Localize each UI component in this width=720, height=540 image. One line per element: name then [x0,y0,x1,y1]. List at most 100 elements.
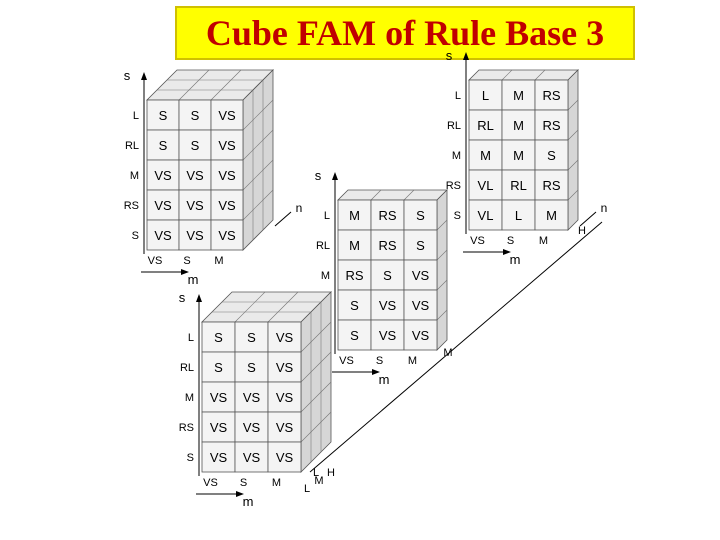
fam-cell-value: VS [154,198,172,213]
fam-cell [146,219,180,251]
fam-cell [370,259,405,291]
fam-cell [210,159,244,191]
cube-top-face [468,69,579,81]
connector-label: H [578,225,586,237]
fam-cell-value: VS [154,168,172,183]
fam-cell-value: S [350,328,359,343]
fam-cell-value: VS [276,330,294,345]
fam-cell [370,229,405,261]
fam-cell [234,411,269,443]
depth-line [370,189,382,201]
fam-cell [370,199,405,231]
fam-cell-value: VS [210,420,228,435]
fam-cell [178,99,212,131]
m-axis-arrow [181,269,189,275]
fam-cell [534,139,569,171]
fam-cell-value: M [513,148,524,163]
fam-cell [501,109,536,141]
fam-cell-value: S [159,138,168,153]
fam-cell [468,109,503,141]
depth-line [436,279,448,291]
fam-cell [468,79,503,111]
s-level-label: L [324,210,330,222]
depth-line [403,189,415,201]
depth-line [436,249,448,261]
depth-line [436,219,448,231]
fam-cell [201,381,236,413]
s-level-label: M [452,150,461,162]
connector-line [309,221,603,473]
fam-cell [501,169,536,201]
fam-cell [403,229,438,261]
m-axis-label: m [188,272,199,287]
s-axis-label: s [179,290,186,305]
depth-line [300,351,332,383]
depth-line [242,159,274,191]
connector-group: LMH [309,221,603,479]
fam-cell [210,189,244,221]
m-axis-label: m [243,494,254,509]
cube-side-face [567,69,579,231]
fam-cell [337,289,372,321]
fam-cell-value: S [214,360,223,375]
n-axis [274,211,292,227]
fam-cell [267,321,302,353]
fam-cell [370,319,405,351]
fam-cell [534,199,569,231]
depth-line [242,99,274,131]
fam-cell-value: VS [243,450,261,465]
fam-cell-value: RS [345,268,363,283]
m-level-label: VS [470,235,485,247]
fam-cell [534,109,569,141]
fam-cell-value: M [349,208,360,223]
s-level-label: M [185,392,194,404]
fam-cell [468,139,503,171]
fam-cell-value: RS [542,178,560,193]
fam-cell [468,169,503,201]
fam-cell-value: VS [218,168,236,183]
s-axis-arrow [196,294,202,302]
fam-cell-value: L [515,208,522,223]
fam-cell-value: VS [412,298,430,313]
fam-cell [210,219,244,251]
n-level-label: H [327,467,335,479]
m-level-label: M [539,235,548,247]
fam-cell-value: S [416,238,425,253]
fam-cell [534,169,569,201]
s-level-label: RS [124,200,139,212]
fam-cell-value: S [350,298,359,313]
s-level-label: S [132,230,139,242]
s-level-label: L [188,332,194,344]
m-axis-arrow [503,249,511,255]
depth-line [501,69,513,81]
s-level-label: L [133,110,139,122]
depth-line [210,69,242,101]
fam-cell [337,229,372,261]
fam-cell-value: RS [378,238,396,253]
fam-cell [267,441,302,473]
n-axis-label: n [601,201,608,215]
fam-cell [146,189,180,221]
m-level-label: S [507,235,514,247]
s-axis-arrow [141,72,147,80]
fam-cell [234,381,269,413]
fam-cell-value: VS [276,450,294,465]
depth-line [242,189,274,221]
m-axis-arrow [372,369,380,375]
m-axis-arrow [236,491,244,497]
fam-cell-value: VS [379,328,397,343]
fam-cell [403,319,438,351]
fam-cell-value: VS [218,108,236,123]
fam-cell [234,441,269,473]
s-level-label: L [455,90,461,102]
n-level-label: L [304,483,310,495]
depth-line [267,291,299,323]
cube-cube-n-M: MRSSMRSSRSSVSSVSVSSVSVSsLRLMRSSVSSMm [315,168,448,387]
cube-top-face [337,189,448,201]
depth-line [567,99,579,111]
fam-cell-value: VS [186,198,204,213]
